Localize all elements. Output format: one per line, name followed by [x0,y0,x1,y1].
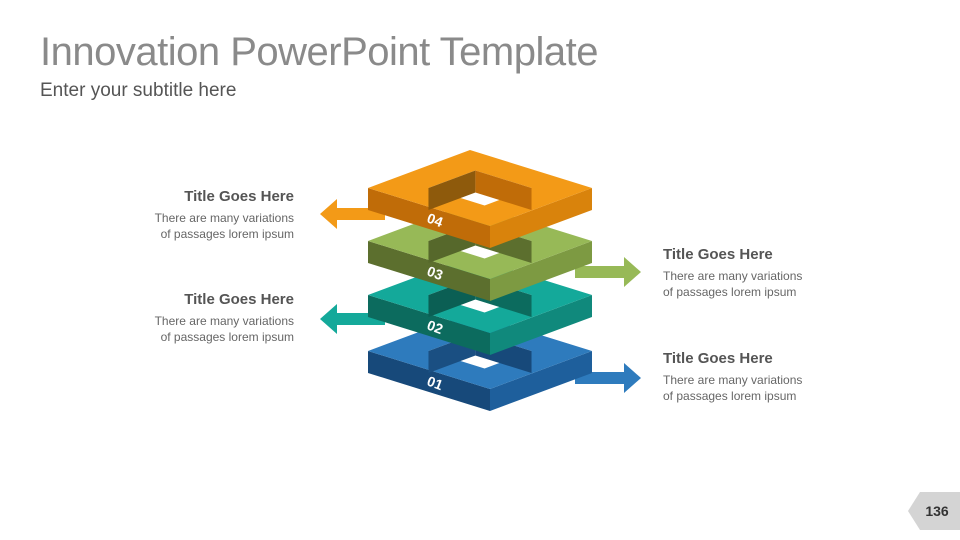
callout-body: There are many variations of passages lo… [104,210,294,242]
arrow-left-icon [320,199,385,229]
callout-line: There are many variations [154,211,294,225]
layer-front-face [368,241,490,301]
callout-layer-04: Title Goes Here There are many variation… [104,188,294,242]
page-number: 136 [925,503,949,519]
layer-04: 04 [320,150,592,248]
callout-layer-03: Title Goes Here There are many variation… [663,246,853,300]
page-number-badge [908,492,960,530]
callout-title: Title Goes Here [184,188,294,205]
callout-line: There are many variations [154,314,294,328]
callout-layer-02: Title Goes Here There are many variation… [104,291,294,345]
callout-line: of passages lorem ipsum [160,330,294,344]
slide-subtitle: Enter your subtitle here [40,80,237,101]
callout-line: There are many variations [663,269,803,283]
callout-body: There are many variations of passages lo… [663,372,853,404]
layer-front-face [368,351,490,411]
callout-title: Title Goes Here [184,291,294,308]
callout-line: of passages lorem ipsum [160,227,294,241]
callout-body: There are many variations of passages lo… [104,313,294,345]
layer-number: 03 [425,263,445,283]
arrow-right-icon [575,363,641,393]
callout-line: There are many variations [663,373,803,387]
slide-title: Innovation PowerPoint Template [40,30,598,74]
layer-side-face [490,351,592,411]
layer-number: 01 [425,373,445,393]
callout-layer-01: Title Goes Here There are many variation… [663,350,853,404]
layer-side-face [490,241,592,301]
layer-top-face [368,150,592,226]
callout-body: There are many variations of passages lo… [663,268,853,300]
layer-inner-wall [428,170,476,210]
callout-title: Title Goes Here [663,246,773,263]
layer-front-face [368,188,490,248]
layer-side-face [490,295,592,355]
layer-number: 04 [425,210,445,230]
arrow-right-icon [575,257,641,287]
callout-line: of passages lorem ipsum [663,285,797,299]
callout-line: of passages lorem ipsum [663,389,797,403]
layer-side-face [490,188,592,248]
callout-title: Title Goes Here [663,350,773,367]
layer-front-face [368,295,490,355]
page-badge-shape [908,492,960,530]
layer-number: 02 [425,317,445,337]
layer-inner-wall [475,170,532,210]
arrow-left-icon [320,304,385,334]
